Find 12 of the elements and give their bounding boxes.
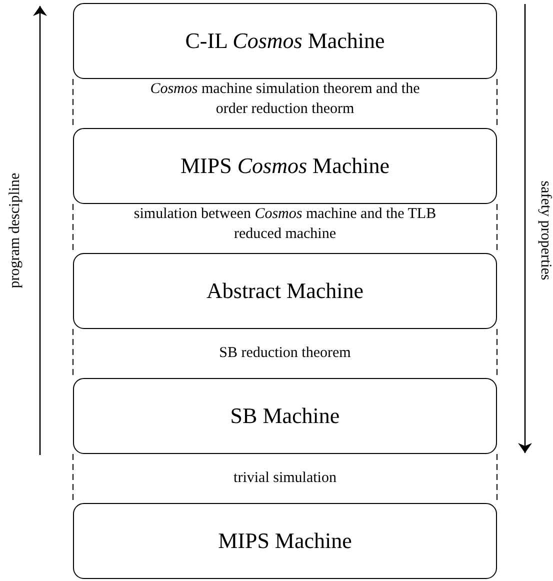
process-box <box>73 503 497 579</box>
process-box <box>73 3 497 79</box>
box-label: MIPS Machine <box>218 528 352 554</box>
box-label: Abstract Machine <box>206 278 364 304</box>
side-label: safety properties <box>536 180 553 280</box>
process-box <box>73 128 497 204</box>
box-label: C-IL Cosmos Machine <box>185 28 385 54</box>
box-label: MIPS Cosmos Machine <box>180 153 390 179</box>
process-box <box>73 378 497 454</box>
side-label: program descipline <box>6 172 24 288</box>
process-box <box>73 253 497 329</box>
box-label: SB Machine <box>230 403 340 429</box>
